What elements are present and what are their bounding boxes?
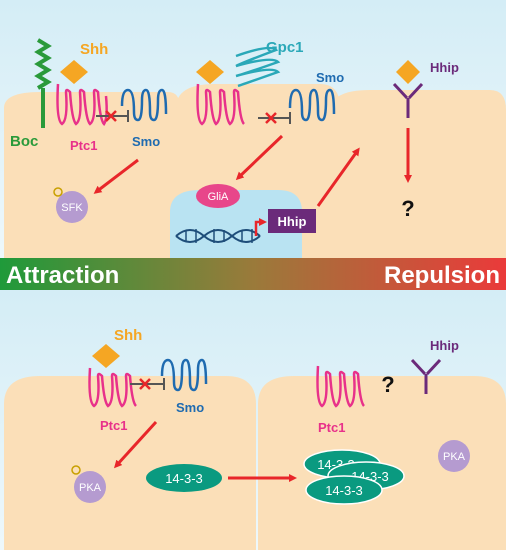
hhip-label-top-right: Hhip — [430, 60, 459, 75]
shh-ligand-mid-icon — [196, 60, 224, 84]
pka-label-left: PKA — [79, 482, 102, 494]
p1433-cluster-c-label: 14-3-3 — [325, 483, 363, 498]
pka-label-right: PKA — [443, 451, 466, 463]
pka-protein-left-icon — [74, 471, 106, 503]
arrow-hhip-to-membrane — [316, 147, 360, 207]
shh-label-top-left: Shh — [80, 41, 108, 58]
ptc1-label-top-left: Ptc1 — [70, 138, 97, 153]
arrow-smo-to-pka — [113, 420, 158, 469]
dna-icon — [175, 229, 261, 243]
attraction-repulsion-banner — [0, 258, 506, 290]
hhip-label-bottom: Hhip — [430, 338, 459, 353]
smo-receptor-bottom-icon — [160, 358, 208, 392]
smo-label-top-left: Smo — [132, 134, 160, 149]
inhibition-bottom-icon — [130, 378, 165, 390]
question-mark-top: ? — [401, 196, 414, 221]
banner-attraction-label: Attraction — [6, 262, 119, 289]
boc-label: Boc — [10, 133, 38, 150]
arrow-smo-to-sfk — [93, 158, 139, 194]
p1433-single-icon — [146, 464, 222, 492]
smo-receptor-icon — [120, 88, 168, 122]
hhip-gene-box — [268, 209, 316, 233]
ptc1-receptor-bottom-icon — [88, 367, 138, 408]
hhip-receptor-icon — [392, 82, 424, 118]
gpc1-coil-icon — [235, 46, 281, 88]
transcription-arrow-icon — [254, 218, 267, 236]
pka-protein-right-icon — [438, 440, 470, 472]
hhip-receptor-bottom-icon — [410, 358, 442, 394]
glia-protein-icon — [196, 184, 240, 208]
ptc1-receptor-icon — [56, 83, 108, 126]
ptc1-label-bottom-right: Ptc1 — [318, 420, 345, 435]
shh-ligand-icon — [60, 60, 88, 84]
ptc1-label-bottom-left: Ptc1 — [100, 418, 127, 433]
phospho-icon — [53, 187, 63, 197]
shh-label-bottom: Shh — [114, 327, 142, 344]
gpc1-label: Gpc1 — [266, 39, 304, 56]
inhibition-mid-icon — [258, 112, 291, 124]
phospho-bottom-icon — [71, 465, 81, 475]
banner-repulsion-label: Repulsion — [384, 262, 500, 289]
arrow-smo-to-glia — [235, 134, 284, 181]
inhibition-icon — [96, 110, 129, 122]
boc-receptor-icon — [34, 38, 52, 128]
hhip-box-label: Hhip — [278, 214, 307, 229]
question-mark-bottom: ? — [381, 372, 394, 397]
shh-ligand-bottom-icon — [92, 344, 120, 368]
smo-receptor-mid-icon — [288, 88, 336, 122]
sfk-protein-icon — [56, 191, 88, 223]
ptc1-receptor-bottom-right-icon — [316, 365, 366, 408]
top-cell-right — [330, 90, 506, 258]
smo-label-top-mid: Smo — [316, 70, 344, 85]
bottom-cell-left — [4, 376, 256, 550]
shh-ligand-right-icon — [396, 60, 420, 84]
p1433-single-label: 14-3-3 — [165, 471, 203, 486]
nucleus-shape — [170, 190, 302, 258]
ptc1-receptor-mid-icon — [196, 83, 246, 126]
smo-label-bottom: Smo — [176, 400, 204, 415]
top-cell-left — [4, 92, 180, 258]
glia-label: GliA — [208, 191, 229, 203]
p1433-cluster-c-icon — [305, 475, 383, 505]
sfk-label: SFK — [61, 202, 83, 214]
